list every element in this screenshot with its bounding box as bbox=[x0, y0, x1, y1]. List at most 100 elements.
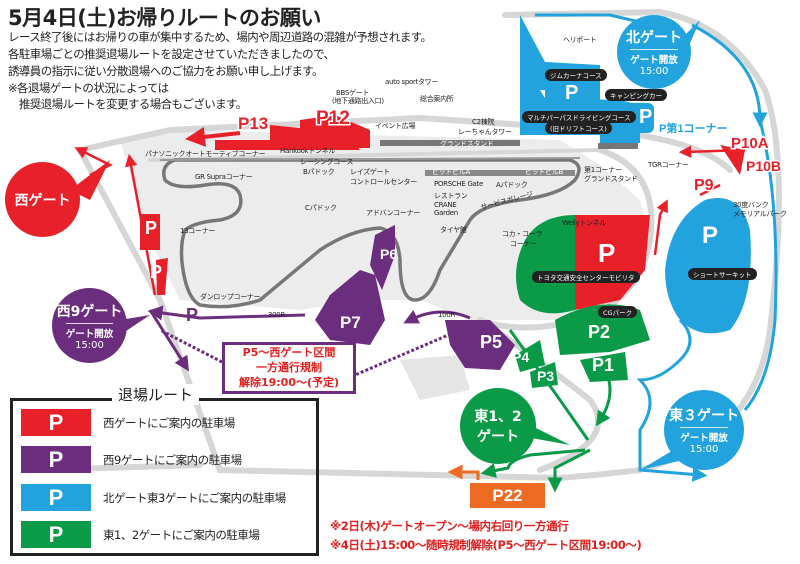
note-line: ※2日(木)ゲートオープン～場内右回り一方通行 bbox=[330, 519, 569, 533]
label-gymkhana: ジムカーナコース bbox=[545, 69, 607, 81]
label-heliport: ヘリポート bbox=[563, 36, 597, 44]
parking-p13: P13 bbox=[236, 113, 269, 135]
label-multi-course: マルチパーパスドライビングコース bbox=[522, 111, 636, 123]
corner1-grandstand bbox=[598, 143, 638, 149]
intro-line: 誘導員の指示に従い分散退場へのご協力をお願い申し上げます。 bbox=[8, 64, 324, 78]
parking-mobilita: P bbox=[598, 238, 616, 268]
parking-west-2: P bbox=[150, 262, 163, 282]
intro-line: レース終了後にはお帰りの車が集中するため、場内や周辺道路の混雑が予想されます。 bbox=[8, 30, 432, 44]
intro-line: ※各退場ゲートの状況によっては bbox=[8, 81, 169, 95]
gate-name: ゲート bbox=[477, 429, 519, 445]
legend-item-north-east3: P 北ゲート東3ゲートにご案内の駐車場 bbox=[21, 484, 286, 511]
parking-swatch: P bbox=[21, 484, 91, 511]
parking-west-1: P bbox=[145, 218, 158, 238]
parking-p22: P22 bbox=[470, 483, 545, 508]
label-short-circuit: ショートサーキット bbox=[688, 268, 757, 280]
parking-p4: P4 bbox=[512, 349, 530, 365]
label-bank: 30度バンク bbox=[733, 201, 769, 209]
label-advan: アドバンコーナー bbox=[366, 209, 420, 217]
east12-gate: 東1、2 ゲート bbox=[460, 388, 536, 464]
short-circuit-parking bbox=[665, 198, 751, 334]
label-reichan: レーちゃんタワー bbox=[458, 128, 512, 136]
p22-exit-arrow bbox=[447, 464, 480, 480]
label-event: イベント広場 bbox=[375, 122, 416, 130]
label-camping: キャンピングカー bbox=[605, 89, 667, 101]
gate-status: ゲート開放 bbox=[65, 322, 114, 340]
west-parking-areas bbox=[74, 115, 746, 310]
legend-item-west9: P 西9ゲートにご案内の駐車場 bbox=[21, 446, 242, 473]
label-bbs2: (地下通路出入口) bbox=[332, 97, 384, 105]
parking-multi: P bbox=[639, 106, 653, 128]
parking-p11: P11 bbox=[555, 45, 585, 64]
label-tunnel: Hankookトンネル bbox=[280, 147, 335, 155]
label-autosport: auto sportタワー bbox=[385, 78, 439, 86]
label-cocacola-corner: コーナー bbox=[510, 240, 537, 248]
gate-time: 15:00 bbox=[639, 66, 669, 77]
label-cocacola: コカ・コーラ bbox=[502, 230, 543, 238]
label-pit-b: ピットビルB bbox=[525, 168, 564, 176]
label-a-paddock: Aパドック bbox=[496, 181, 528, 189]
label-pit-a: ピットビルA bbox=[432, 168, 470, 176]
one-way-notice: P5～西ゲート区間 一方通行規制 解除19:00～(予定) bbox=[222, 342, 356, 394]
label-corner1-stand: グランドスタンド bbox=[584, 175, 638, 183]
legend-label: 東1、2ゲートにご案内の駐車場 bbox=[103, 527, 260, 542]
legend-item-east12: P 東1、2ゲートにご案内の駐車場 bbox=[21, 521, 260, 548]
legend-title: 退場ルート bbox=[112, 384, 200, 405]
label-300r: 300R bbox=[268, 311, 286, 319]
label-rays-gate: レイズゲート bbox=[350, 168, 390, 176]
intro-line: 推奨退場ルートを変更する場合もございます。 bbox=[8, 97, 247, 111]
west9-parking-areas bbox=[147, 225, 515, 377]
legend-label: 西ゲートにご案内の駐車場 bbox=[103, 415, 235, 430]
legend-label: 北ゲート東3ゲートにご案内の駐車場 bbox=[103, 490, 286, 505]
parking-p10b: P10B bbox=[744, 157, 782, 176]
parking-p9: P9 bbox=[693, 176, 716, 196]
legend: P 西ゲートにご案内の駐車場 P 西9ゲートにご案内の駐車場 P 北ゲート東3ゲ… bbox=[10, 398, 319, 556]
label-13-corner: 13コーナー bbox=[180, 227, 216, 235]
legend-label: 西9ゲートにご案内の駐車場 bbox=[103, 452, 242, 467]
label-c2: C2棟院 bbox=[472, 118, 495, 126]
label-tire: タイヤ館 bbox=[440, 226, 467, 234]
label-bbs: BBSゲート bbox=[336, 89, 370, 97]
notice-line: 解除19:00～(予定) bbox=[238, 376, 340, 389]
label-racing-course: レーシングコース bbox=[300, 158, 354, 166]
notice-line: 一方通行規制 bbox=[256, 361, 322, 374]
parking-p3: P3 bbox=[537, 368, 555, 384]
label-corner1: 第1コーナー bbox=[584, 166, 622, 174]
parking-west9: P bbox=[186, 305, 199, 325]
label-cg-park: CGパーク bbox=[598, 306, 638, 318]
label-100r: 100R bbox=[438, 311, 456, 319]
parking-p7: P7 bbox=[340, 313, 361, 332]
parking-swatch: P bbox=[21, 446, 91, 473]
racing-track bbox=[162, 158, 581, 309]
note-line: ※4日(土)15:00～随時規制解除(P5～西ゲート区間19:00～) bbox=[330, 538, 642, 552]
gate-time: 15:00 bbox=[689, 444, 719, 455]
label-multi-course-old: (旧ドリフトコース) bbox=[545, 122, 612, 134]
gate-name: 西9ゲート bbox=[56, 303, 123, 320]
label-dunlop: ダンロップコーナー bbox=[200, 293, 261, 301]
parking-corner1: P第1コーナー bbox=[657, 122, 728, 137]
label-memorial: メモリアルパーク bbox=[733, 210, 787, 218]
legend-item-west: P 西ゲートにご案内の駐車場 bbox=[21, 409, 235, 436]
page-title: 5月4日(土)お帰りルートのお願い bbox=[8, 6, 321, 30]
label-panasonic: パナソニックオートモーティブコーナー bbox=[145, 150, 266, 158]
gate-time: 15:00 bbox=[75, 339, 104, 351]
gate-name: 東1、2 bbox=[474, 409, 522, 425]
gate-status: ゲート開放 bbox=[680, 427, 728, 444]
label-grandstand: グランドスタンド bbox=[440, 140, 494, 148]
parking-p10a: P10A bbox=[730, 134, 770, 154]
parking-short-circuit: P bbox=[702, 222, 719, 249]
parking-p6: P6 bbox=[380, 246, 398, 262]
parking-swatch: P bbox=[21, 521, 91, 548]
gate-name: 北ゲート bbox=[626, 30, 682, 46]
pit-building bbox=[425, 170, 575, 176]
parking-gymkhana: P bbox=[565, 82, 579, 104]
label-porsche: PORSCHE Gate bbox=[434, 180, 484, 188]
east3-gate: 東３ゲート ゲート開放 15:00 bbox=[664, 390, 744, 470]
label-gr-supra: GR Supraコーナー bbox=[195, 173, 253, 181]
west9-gate: 西9ゲート ゲート開放 15:00 bbox=[52, 288, 127, 363]
notice-line: P5～西ゲート区間 bbox=[242, 346, 336, 359]
parking-p5: P5 bbox=[480, 332, 503, 352]
gate-name: 西ゲート bbox=[14, 192, 71, 209]
intro-line: 各駐車場ごとの推奨退場ルートを設定させていただきましたので、 bbox=[8, 47, 335, 61]
